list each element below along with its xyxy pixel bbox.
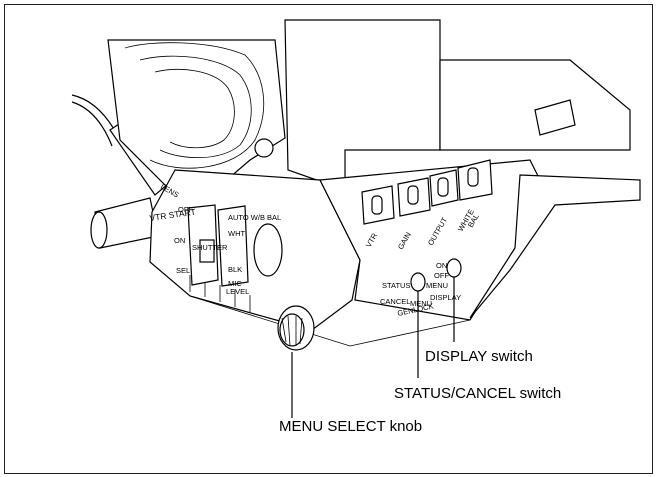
callout-menu-select-knob: MENU SELECT knob [279,418,422,435]
top-switches [361,159,493,225]
status-cancel-switch [410,272,426,292]
wb-knob [253,223,283,277]
screw-icon [254,138,274,158]
cable [71,101,113,147]
screw-block [534,99,576,136]
display-switch [446,258,462,278]
label-wht: WHT [228,229,245,238]
callout-display-switch: DISPLAY switch [425,348,533,365]
panel-ridges [189,275,251,312]
label-display: DISPLAY [430,293,461,302]
lens-ring [139,55,252,159]
label-off: OFF [178,205,193,214]
label-auto-wb-bal: AUTO W/B BAL [228,213,281,222]
shutter-lever [199,239,215,263]
lens-ring [124,42,265,169]
label-menu: MENU [410,299,432,308]
cable-end [90,211,108,249]
callout-status-cancel-switch: STATUS/CANCEL switch [394,385,561,402]
handle-mount [439,59,631,151]
wb-switch [217,205,249,287]
rear-wedge [469,174,641,319]
label-blk: BLK [228,265,242,274]
panel-bottom-edge [189,295,471,347]
label-sw-on: ON [436,261,447,270]
label-on: ON [174,236,185,245]
camera-top-body [284,19,441,191]
label-sw-menu: MENU [426,281,448,290]
label-sel: SEL [176,266,190,275]
label-sw-off: OFF [434,271,449,280]
label-shutter: SHUTTER [192,243,228,252]
label-cancel: CANCEL [380,297,410,306]
label-mic: MIC [228,279,242,288]
lens-ring [154,69,235,149]
figure-frame [4,4,653,474]
label-level: LEVEL [226,287,249,296]
lens-mount [107,39,286,191]
menu-select-knob [277,305,315,351]
label-status: STATUS [382,281,410,290]
